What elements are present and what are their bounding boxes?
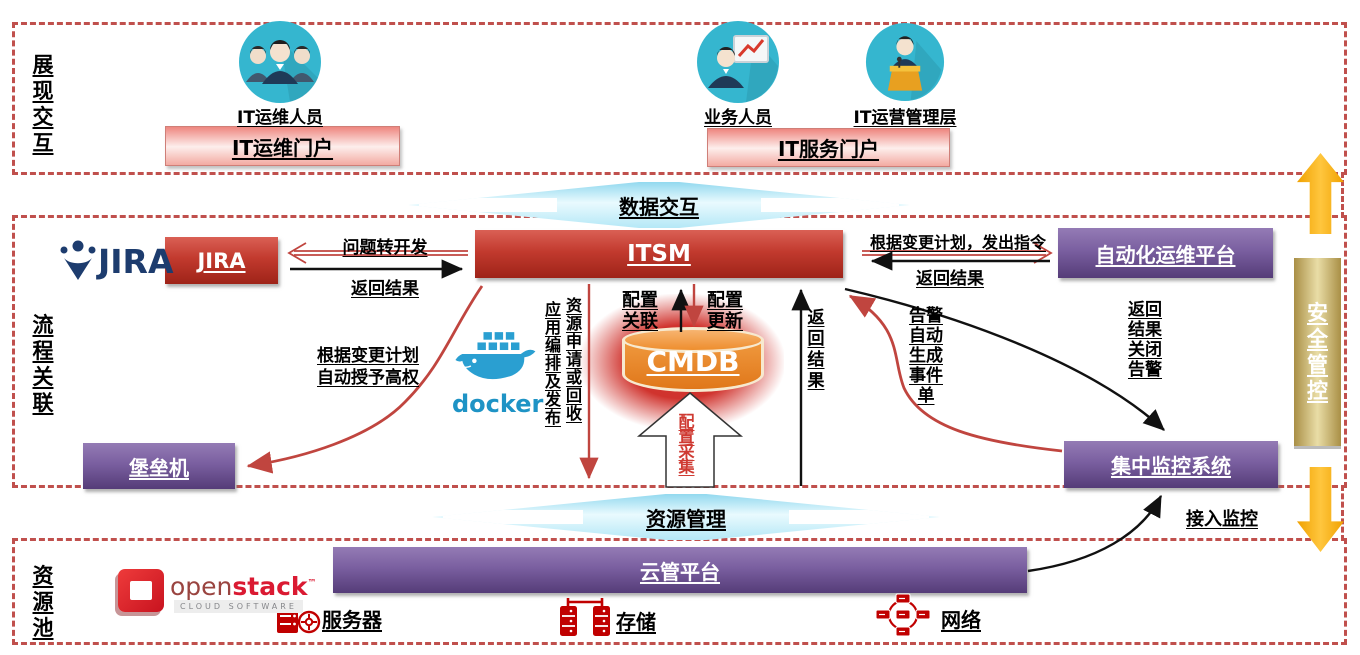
resource-label-storage: 存储 (616, 610, 656, 634)
jira-node: JIRA (165, 237, 278, 284)
section-label-process: 流程关联 (32, 313, 54, 415)
security-bar-label: 安全管控 (1307, 301, 1328, 403)
docker-logo-icon (455, 331, 536, 380)
ops-portal-label: IT运维门户 (231, 135, 334, 160)
cloud-platform-node: 云管平台 (333, 547, 1027, 593)
cmdb-cylinder-top (622, 327, 764, 353)
openstack-subtitle: CLOUD SOFTWARE (174, 600, 303, 613)
resource-label-server: 服务器 (322, 608, 382, 632)
jira-logo-icon (60, 240, 96, 280)
connector-slot (760, 198, 899, 213)
monitor-node: 集中监控系统 (1064, 441, 1278, 488)
flow-return-result-auto: 返回结果 (916, 269, 984, 289)
connector-slot (419, 198, 558, 213)
resource-mgmt-connector: 资源管理 (432, 493, 940, 541)
business-staff-icon (697, 21, 779, 103)
flow-access-monitor: 接入监控 (1186, 509, 1258, 530)
right-border-filler-bottom (1341, 485, 1344, 541)
storage-icon (560, 598, 610, 636)
jira-node-label: JIRA (197, 248, 246, 273)
actor-label-it-ops: IT运维人员 (237, 108, 323, 128)
monitor-node-label: 集中监控系统 (1111, 454, 1231, 478)
auto-ops-node: 自动化运维平台 (1058, 228, 1273, 278)
resource-label-network: 网络 (941, 608, 981, 632)
resource-mgmt-label: 资源管理 (646, 506, 726, 531)
flow-app-orchestration: 应用编排及发布 (544, 300, 561, 427)
security-bar: 安全管控 (1294, 258, 1341, 446)
flow-config-update: 配置更新 (707, 290, 743, 332)
right-border-filler-top (1341, 172, 1344, 218)
openstack-wordmark: openstack™ (170, 572, 317, 601)
service-portal-label: IT服务门户 (777, 137, 880, 161)
flow-return-close-alarm: 返回结果关闭告警 (1128, 300, 1162, 380)
openstack-word-stack: stack (232, 572, 308, 601)
service-portal-banner: IT服务门户 (707, 128, 950, 167)
docker-wordmark: docker (452, 390, 544, 418)
jira-wordmark: JIRA (98, 242, 174, 281)
display-section-frame (12, 22, 1347, 175)
flow-issue-to-dev: 问题转开发 (342, 238, 428, 258)
section-label-resource-pool: 资源池 (32, 564, 54, 640)
actor-label-business: 业务人员 (704, 108, 772, 128)
data-exchange-label: 数据交互 (619, 194, 699, 219)
itsm-node-label: ITSM (627, 241, 691, 267)
bastion-node: 堡垒机 (83, 443, 235, 489)
section-label-display: 展现交互 (32, 53, 54, 155)
flow-resource-request: 资源申请或回收 (565, 296, 582, 423)
openstack-tm: ™ (307, 578, 317, 589)
it-ops-staff-icon (239, 21, 321, 103)
openstack-logo-hole (130, 581, 152, 600)
actor-label-it-mgmt: IT运营管理层 (853, 108, 957, 128)
flow-alarm-ticket: 告警自动生成事件单 (909, 306, 943, 406)
connector-slot (789, 510, 929, 525)
flow-config-collect: 配置采集 (678, 412, 695, 476)
flow-change-plan-line2: 自动授予高权 (317, 368, 419, 388)
connector-slot (443, 510, 583, 525)
flow-config-link: 配置关联 (622, 290, 658, 332)
cloud-platform-node-label: 云管平台 (640, 559, 720, 584)
openstack-word-open: open (170, 572, 233, 601)
cmdb-label: CMDB (646, 345, 740, 378)
ops-portal-banner: IT运维门户 (165, 126, 400, 166)
flow-return-result-jira: 返回结果 (351, 279, 419, 299)
auto-ops-node-label: 自动化运维平台 (1095, 242, 1236, 267)
flow-change-plan-cmd: 根据变更计划，发出指令 (869, 233, 1046, 252)
bastion-node-label: 堡垒机 (129, 455, 189, 480)
it-management-icon (865, 22, 945, 102)
itsm-node: ITSM (475, 230, 843, 278)
network-icon (875, 593, 931, 637)
flow-return-result-center: 返回结果 (807, 308, 825, 391)
